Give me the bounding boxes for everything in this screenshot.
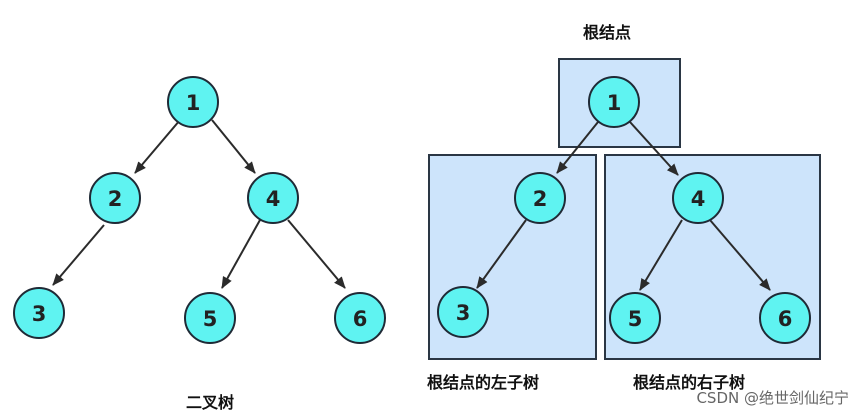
tree-node: 5 [184, 292, 236, 344]
edge-r-1-4 [629, 121, 679, 176]
left-subtree-caption: 根结点的左子树 [427, 373, 539, 392]
node-label: 2 [108, 187, 123, 211]
node-label: 4 [691, 187, 706, 211]
node-label: 3 [32, 302, 47, 326]
tree-node: 3 [437, 286, 489, 338]
edge-r-4-5 [639, 219, 683, 291]
watermark: CSDN @绝世剑仙纪宁 [696, 389, 849, 407]
node-label: 3 [456, 301, 471, 325]
tree-node: 3 [13, 287, 65, 339]
node-label: 1 [186, 91, 201, 115]
node-label: 6 [778, 307, 793, 331]
edge-1-4 [211, 119, 256, 174]
left-tree-caption: 二叉树 [186, 393, 234, 412]
tree-node: 4 [672, 172, 724, 224]
node-label: 4 [266, 187, 281, 211]
edge-4-6 [287, 219, 346, 289]
node-label: 5 [203, 307, 218, 331]
edge-4-5 [221, 219, 261, 289]
edge-2-3 [52, 224, 105, 286]
tree-node: 1 [167, 76, 219, 128]
tree-node: 2 [89, 172, 141, 224]
tree-node: 4 [247, 172, 299, 224]
root-caption: 根结点 [583, 23, 631, 42]
edge-r-1-2 [556, 121, 599, 174]
tree-node: 1 [588, 76, 640, 128]
tree-node: 5 [609, 292, 661, 344]
node-label: 5 [628, 307, 643, 331]
node-label: 2 [533, 187, 548, 211]
node-label: 1 [607, 91, 622, 115]
tree-node: 2 [514, 172, 566, 224]
right-subtree-caption: 根结点的右子树 [633, 373, 745, 392]
edge-r-2-3 [476, 219, 527, 289]
edge-1-2 [134, 119, 181, 174]
edge-r-4-6 [709, 219, 771, 291]
node-label: 6 [353, 307, 368, 331]
tree-node: 6 [759, 292, 811, 344]
tree-node: 6 [334, 292, 386, 344]
